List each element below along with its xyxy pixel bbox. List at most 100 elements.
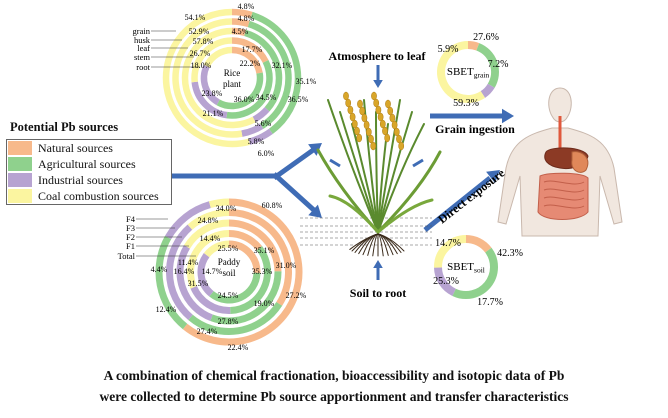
ring-root-industrial-segment — [200, 64, 220, 106]
grain-donut-industrial-segment — [480, 83, 495, 98]
soil-percent-label: 14.7% — [202, 267, 223, 276]
legend-item-industrial: Industrial sources — [7, 172, 171, 188]
grain-donut-agricultural-segment — [476, 43, 499, 88]
grain-donut-percent-label: 59.3% — [453, 98, 479, 109]
legend-label: Industrial sources — [38, 172, 123, 187]
ring-f3-industrial-segment — [165, 224, 193, 321]
sbet-main: SBET — [447, 261, 474, 273]
ring-root-natural-segment — [231, 46, 263, 74]
to-soil-arrow-head — [308, 204, 322, 218]
ring-leaf-natural-segment — [231, 27, 247, 37]
soil-center-label: soil — [222, 268, 236, 278]
ring-husk-coal-segment — [172, 18, 243, 138]
rice-center-label: Rice — [224, 68, 241, 78]
rice-percent-label: 22.2% — [240, 59, 261, 68]
rice-percent-label: 35.1% — [296, 77, 317, 86]
human-intestine — [537, 172, 589, 220]
rice-percent-label: 5.8% — [248, 137, 265, 146]
soil-percent-label: 35.1% — [254, 246, 275, 255]
ring-f3-agricultural-segment — [188, 301, 283, 335]
ring-root-coal-segment — [203, 46, 233, 68]
ring-f2-coal-segment — [183, 219, 230, 249]
ring-husk-industrial-segment — [241, 123, 264, 137]
rice-plant-ring-chart: Riceplantgrainhuskleafstemroot54.1%4.8%5… — [133, 2, 317, 158]
rice-percent-label: 21.1% — [203, 109, 224, 118]
pb-sources-legend: Potential Pb sources Natural sources Agr… — [6, 120, 172, 205]
soil-percent-label: 34.0% — [216, 204, 237, 213]
ring-f3-coal-segment — [187, 209, 230, 230]
sbet-main: SBET — [447, 66, 474, 78]
human-stomach — [571, 151, 589, 173]
soil-percent-label: 24.8% — [198, 216, 219, 225]
to-rice-arrow-head — [308, 143, 322, 156]
ring-stem-industrial-segment — [191, 81, 228, 119]
ring-f4-industrial-segment — [165, 201, 211, 240]
soil-percent-label: 35.3% — [252, 267, 273, 276]
rice-percent-label: 17.7% — [242, 45, 263, 54]
rice-ring-name-leaf: leaf — [137, 43, 150, 53]
ring-f2-agricultural-segment — [210, 271, 282, 325]
ring-stem-coal-segment — [191, 37, 233, 83]
flow-arrows — [172, 65, 514, 280]
ring-f3-natural-segment — [228, 209, 292, 306]
ring-husk-agricultural-segment — [247, 20, 292, 129]
human-intestine-fold — [543, 204, 585, 209]
rice-percent-label: 4.8% — [238, 2, 255, 11]
ring-f1-industrial-segment — [190, 285, 231, 314]
legend-item-natural: Natural sources — [7, 140, 171, 156]
legend-swatch-coal — [8, 189, 32, 203]
soil-percent-label: 12.4% — [156, 305, 177, 314]
rice-ring-name-grain: grain — [133, 26, 151, 36]
ring-stem-agricultural-segment — [226, 59, 273, 119]
soil-percent-label: 14.4% — [200, 234, 221, 243]
soil-to-root-label: Soil to root — [350, 286, 406, 300]
ring-total-agricultural-segment — [209, 272, 261, 304]
soil-percent-label: 60.8% — [262, 201, 283, 210]
ring-grain-natural-segment — [231, 8, 253, 19]
rice-stem — [377, 99, 401, 233]
soil-donut-percent-label: 42.3% — [497, 248, 523, 259]
soil-percent-label: 31.0% — [276, 261, 297, 270]
caption-line-2: were collected to determine Pb source ap… — [99, 389, 569, 404]
rice-stem — [375, 111, 379, 233]
ring-f1-coal-segment — [187, 230, 230, 289]
rice-percent-label: 54.1% — [185, 13, 206, 22]
soil-donut-coal-segment — [433, 235, 467, 268]
grain-donut-center-label: SBETgrain — [447, 66, 490, 80]
rice-percent-label: 52.9% — [189, 27, 210, 36]
rice-grain — [398, 141, 405, 151]
ring-grain-industrial-segment — [248, 128, 273, 145]
rice-percent-label: 57.8% — [193, 37, 214, 46]
rice-percent-label: 36.0% — [234, 95, 255, 104]
direct-exposure-label: Direct exposure — [435, 165, 508, 226]
ring-leaf-industrial-segment — [252, 107, 270, 123]
rice-grain — [356, 133, 363, 143]
legend-item-agricultural: Agricultural sources — [7, 156, 171, 172]
rice-grain — [384, 133, 391, 143]
rice-percent-label: 4.5% — [232, 27, 249, 36]
rice-percent-label: 23.8% — [202, 89, 223, 98]
ring-f1-natural-segment — [228, 230, 263, 251]
direct-exposure-arrow-head — [486, 170, 500, 184]
legend-swatch-natural — [8, 141, 32, 155]
legend-swatch-agricultural — [8, 157, 32, 171]
rice-percent-label: 5.6% — [255, 119, 272, 128]
grain-donut-percent-label: 27.6% — [473, 32, 499, 43]
rice-stem — [351, 123, 379, 233]
rice-percent-label: 18.0% — [191, 61, 212, 70]
rice-leaf — [376, 198, 434, 234]
rice-center-label: plant — [223, 79, 241, 89]
atmosphere-to-leaf-label: Atmosphere to leaf — [328, 49, 426, 63]
legend-swatch-industrial — [8, 173, 32, 187]
ring-f4-agricultural-segment — [155, 235, 188, 330]
rice-percent-label: 6.0% — [258, 149, 275, 158]
soil-percent-label: 22.4% — [228, 343, 249, 352]
ring-grain-agricultural-segment — [250, 11, 302, 134]
soil-donut-percent-label: 25.3% — [433, 276, 459, 287]
soil-percent-label: 25.5% — [218, 244, 239, 253]
rice-percent-label: 32.1% — [272, 61, 293, 70]
rice-leaf — [328, 194, 380, 234]
ring-total-industrial-segment — [197, 253, 214, 297]
